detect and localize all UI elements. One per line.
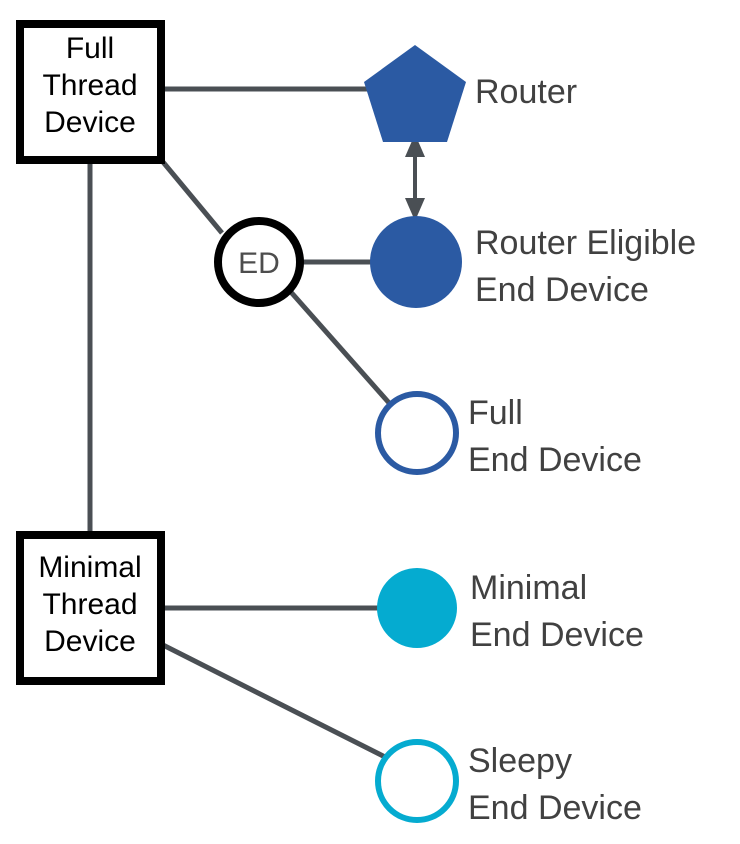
full-thread-device-label-line-2: Thread (42, 69, 137, 102)
sleepy-end-device-circle-icon (375, 739, 459, 823)
minimal-end-device-label-line-2: End Device (470, 616, 644, 654)
full-end-device-label-line-2: End Device (468, 441, 642, 479)
minimal-end-device-circle-icon (377, 568, 457, 648)
full-thread-device-label-line-1: Full (66, 32, 114, 65)
ed-label: ED (238, 247, 280, 280)
legend-item-sleepy-end-device[interactable]: Sleepy End Device (375, 739, 642, 827)
full-end-device-circle-icon (375, 391, 459, 475)
sleepy-end-device-label-line-1: Sleepy (468, 742, 572, 780)
node-full-thread-device[interactable]: Full Thread Device (16, 20, 165, 164)
router-label-line-1: Router (475, 73, 577, 111)
connector-ed-to-full-end-device (288, 289, 392, 406)
sleepy-end-device-label-line-2: End Device (468, 789, 642, 827)
node-minimal-thread-device[interactable]: Minimal Thread Device (16, 531, 165, 685)
minimal-thread-device-label-line-3: Device (44, 625, 136, 658)
legend-item-router-eligible-end-device[interactable]: Router Eligible End Device (370, 216, 696, 309)
legend-item-router[interactable]: Router (364, 45, 577, 142)
arrowhead-up-icon (405, 134, 425, 157)
router-pentagon-icon (364, 45, 466, 142)
connector-mtd-to-sleepy-end-device (161, 642, 387, 760)
minimal-end-device-label-line-1: Minimal (470, 569, 587, 607)
ed-circle (214, 217, 304, 307)
router-eligible-end-device-label-line-1: Router Eligible (475, 224, 696, 262)
legend-item-minimal-end-device[interactable]: Minimal End Device (377, 568, 644, 654)
router-eligible-end-device-label-line-2: End Device (475, 271, 649, 309)
full-end-device-label-line-1: Full (468, 394, 523, 432)
legend-item-full-end-device[interactable]: Full End Device (375, 391, 642, 479)
router-eligible-end-device-circle-icon (370, 216, 462, 308)
minimal-thread-device-box (16, 531, 165, 685)
minimal-thread-device-label-line-2: Thread (42, 588, 137, 621)
full-thread-device-label-line-3: Device (44, 106, 136, 139)
full-thread-device-box (16, 20, 165, 164)
node-end-device-ed[interactable]: ED (214, 217, 304, 307)
arrowhead-down-icon (405, 198, 425, 221)
minimal-thread-device-label-line-1: Minimal (38, 551, 141, 584)
connector-ftd-to-ed (161, 160, 224, 235)
double-arrow-router-reed (405, 134, 425, 221)
